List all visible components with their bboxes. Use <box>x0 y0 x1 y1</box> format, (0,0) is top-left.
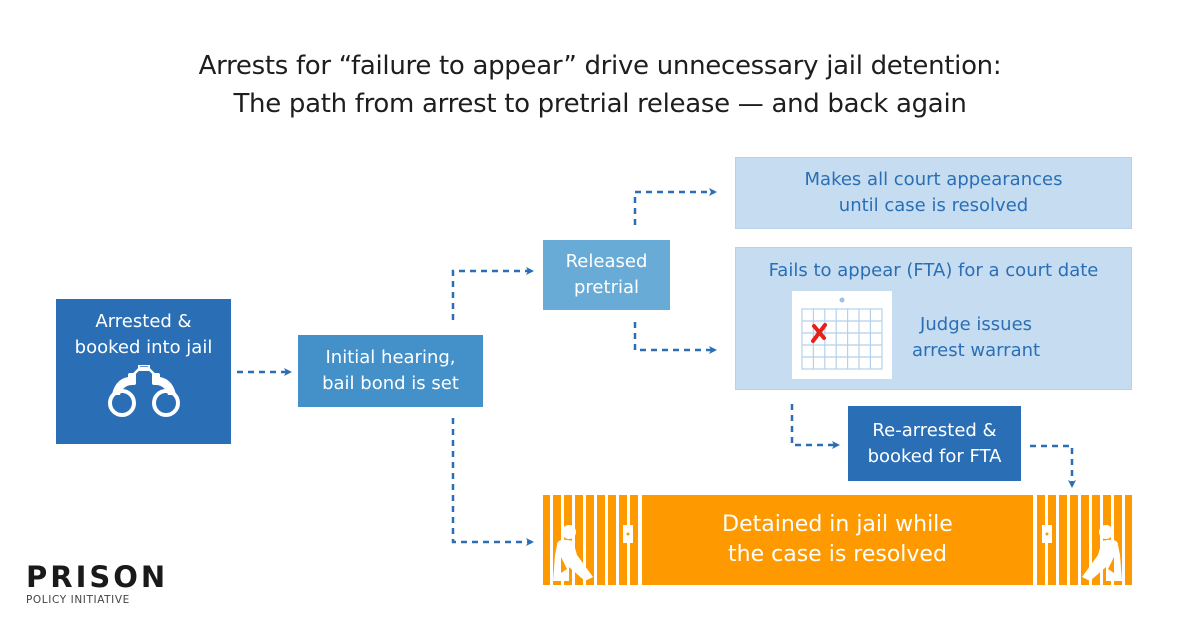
node-detained-line-2: the case is resolved <box>728 542 947 567</box>
jail-cell-icon <box>550 495 642 585</box>
node-hearing-line-2: bail bond is set <box>322 373 459 394</box>
arrow-rearrest-to-detained <box>1030 444 1076 488</box>
node-rearrest-line-2: booked for FTA <box>867 445 1002 467</box>
arrow-released-to-fails <box>633 322 717 354</box>
chart-title-line-2: The path from arrest to pretrial release… <box>233 89 967 119</box>
node-makes-line-1: Makes all court appearances <box>804 169 1063 190</box>
node-re-arrested: Re-arrested & booked for FTA <box>848 406 1021 481</box>
node-fails-heading: Fails to appear (FTA) for a court date <box>768 260 1099 281</box>
node-released-line-1: Released <box>565 251 648 272</box>
red-x-mark <box>811 323 827 343</box>
arrow-released-to-makes <box>633 188 717 225</box>
node-released-line-2: pretrial <box>574 277 639 298</box>
node-makes-all-appearances: Makes all court appearances until case i… <box>735 157 1132 229</box>
judge-warrant-line-2: arrest warrant <box>912 340 1041 361</box>
judge-warrant-line-1: Judge issues <box>920 314 1033 335</box>
node-released-pretrial: Released pretrial <box>543 240 670 310</box>
calendar-missed-icon <box>792 291 892 379</box>
arrow-hearing-to-detained <box>451 418 534 546</box>
jail-cell-icon-right <box>1033 495 1125 585</box>
logo-main-text: PRISON <box>26 560 169 594</box>
chart-title-line-1: Arrests for “failure to appear” drive un… <box>198 51 1002 81</box>
logo-sub-text: POLICY INITIATIVE <box>26 594 130 606</box>
prison-policy-initiative-logo: PRISON POLICY INITIATIVE <box>26 562 168 607</box>
node-detained-in-jail: Detained in jail while the case is resol… <box>543 495 1132 585</box>
node-rearrest-line-1: Re-arrested & <box>872 419 997 441</box>
node-initial-hearing: Initial hearing, bail bond is set <box>298 335 483 407</box>
node-arrested: Arrested & booked into jail <box>56 299 231 444</box>
judge-warrant-text: Judge issues arrest warrant <box>912 312 1040 364</box>
arrow-fails-to-rearrest <box>790 404 840 449</box>
arrow-hearing-to-released <box>451 267 534 320</box>
node-arrested-line-1: Arrested & <box>95 311 192 332</box>
node-arrested-line-2: booked into jail <box>74 337 213 358</box>
node-detained-line-1: Detained in jail while <box>722 512 953 537</box>
handcuffs-icon <box>107 365 180 417</box>
node-hearing-line-1: Initial hearing, <box>325 347 456 368</box>
node-makes-line-2: until case is resolved <box>838 195 1029 216</box>
